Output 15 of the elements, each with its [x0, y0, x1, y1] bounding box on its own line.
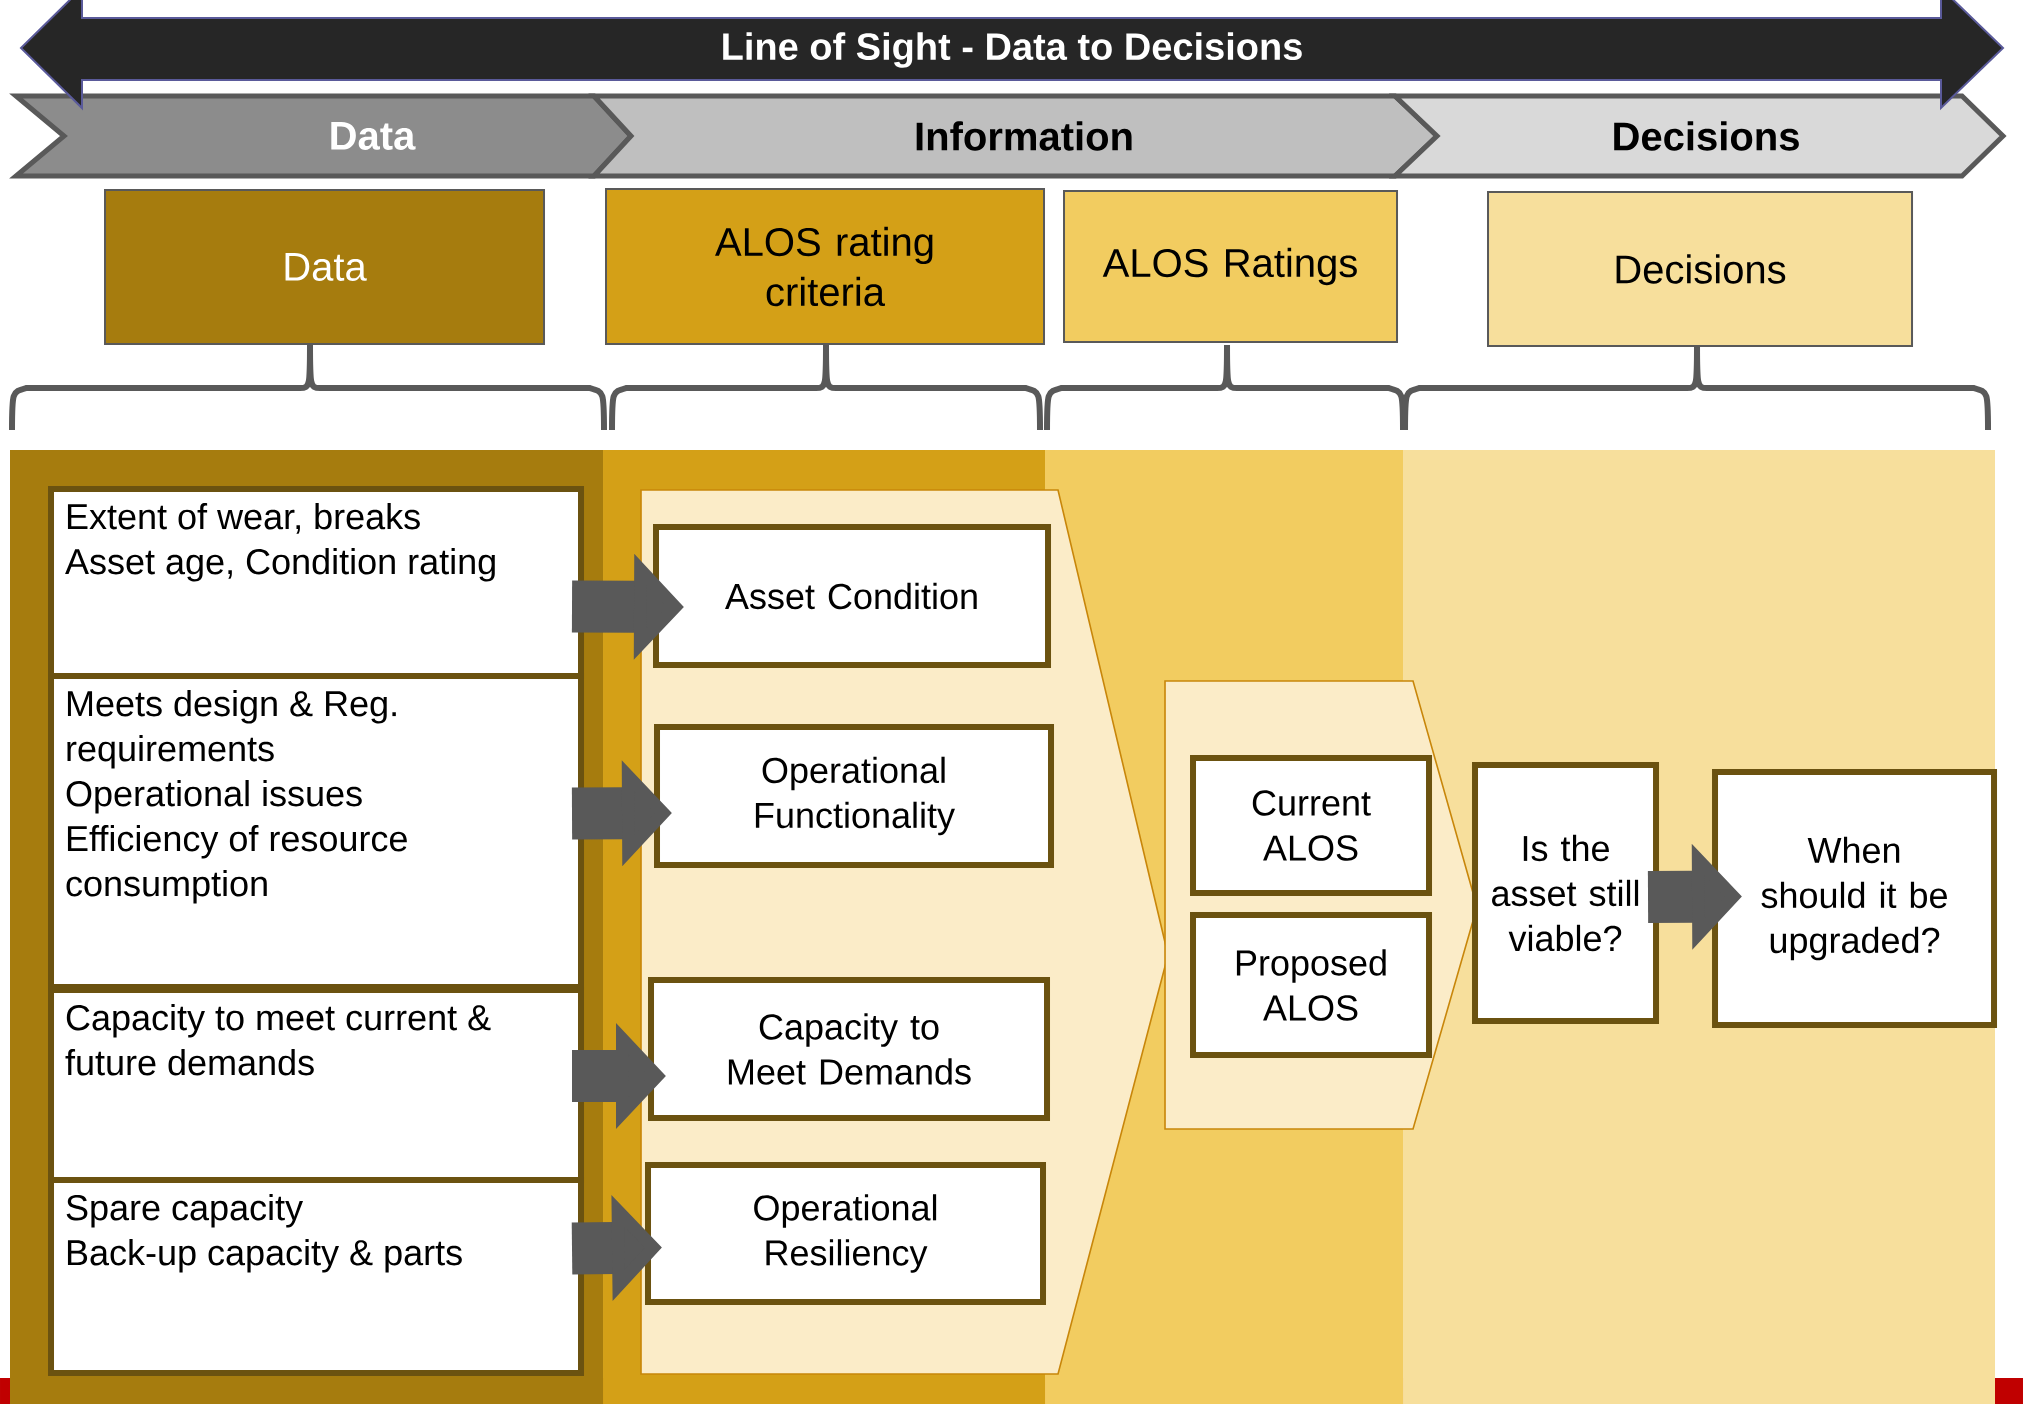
rating-box: Operational Resiliency: [645, 1162, 1046, 1305]
question-box: Is the asset still viable?: [1472, 762, 1659, 1024]
stage-band: Decisions: [1388, 93, 2007, 179]
text-box: Extent of wear, breaks Asset age, Condition rating: [48, 486, 584, 679]
alos-box: Proposed ALOS: [1190, 912, 1432, 1058]
text-box: Capacity to meet current & future demands: [48, 987, 584, 1183]
header-box: Data: [104, 189, 545, 345]
rating-box: Operational Functionality: [654, 724, 1054, 868]
header-box: Decisions: [1487, 191, 1913, 347]
alos-box: Current ALOS: [1190, 755, 1432, 896]
rating-box: Capacity to Meet Demands: [648, 977, 1050, 1121]
header-box: ALOS Ratings: [1063, 190, 1398, 343]
rating-box: Asset Condition: [653, 524, 1051, 668]
question-box: When should it be upgraded?: [1712, 769, 1998, 1028]
header-box: ALOS rating criteria: [605, 188, 1045, 345]
